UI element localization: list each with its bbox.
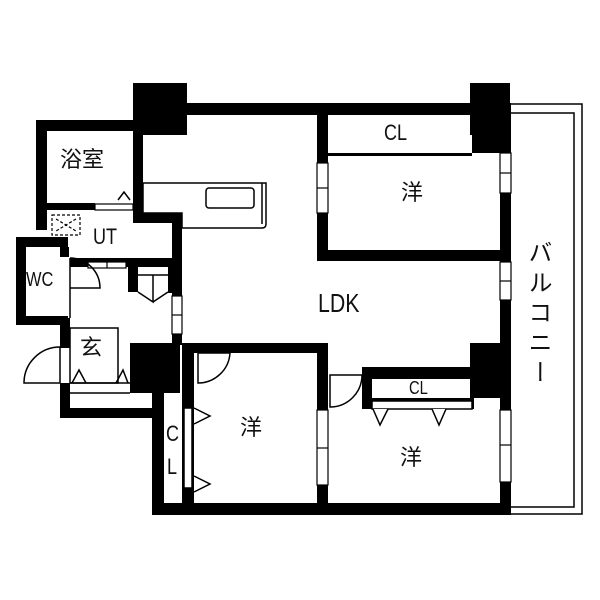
room-label-closet-top: CL — [384, 120, 408, 145]
room-label-ldk: LDK — [318, 288, 360, 318]
doors — [23, 257, 363, 408]
room-label-utility: UT — [93, 224, 118, 249]
closet-markers — [117, 190, 473, 493]
genkan-step — [69, 327, 130, 394]
room-label-closet-left-c: C — [166, 421, 180, 446]
room-label-western-top: 洋 — [401, 181, 424, 206]
kitchen-counter — [142, 182, 267, 229]
room-label-western-bottom-right: 洋 — [400, 446, 423, 471]
room-label-bath: 浴室 — [60, 148, 105, 173]
room-label-western-bottom-left: 洋 — [240, 416, 263, 441]
room-label-closet-left-l: L — [167, 454, 178, 479]
windows — [87, 152, 512, 486]
room-label-closet-bottom-right: CL — [409, 378, 428, 398]
room-label-toilet: WC — [26, 269, 54, 291]
room-label-entrance: 玄 — [80, 336, 103, 361]
washer-pan — [51, 214, 81, 236]
room-label-balcony: バルコニー — [524, 240, 552, 390]
